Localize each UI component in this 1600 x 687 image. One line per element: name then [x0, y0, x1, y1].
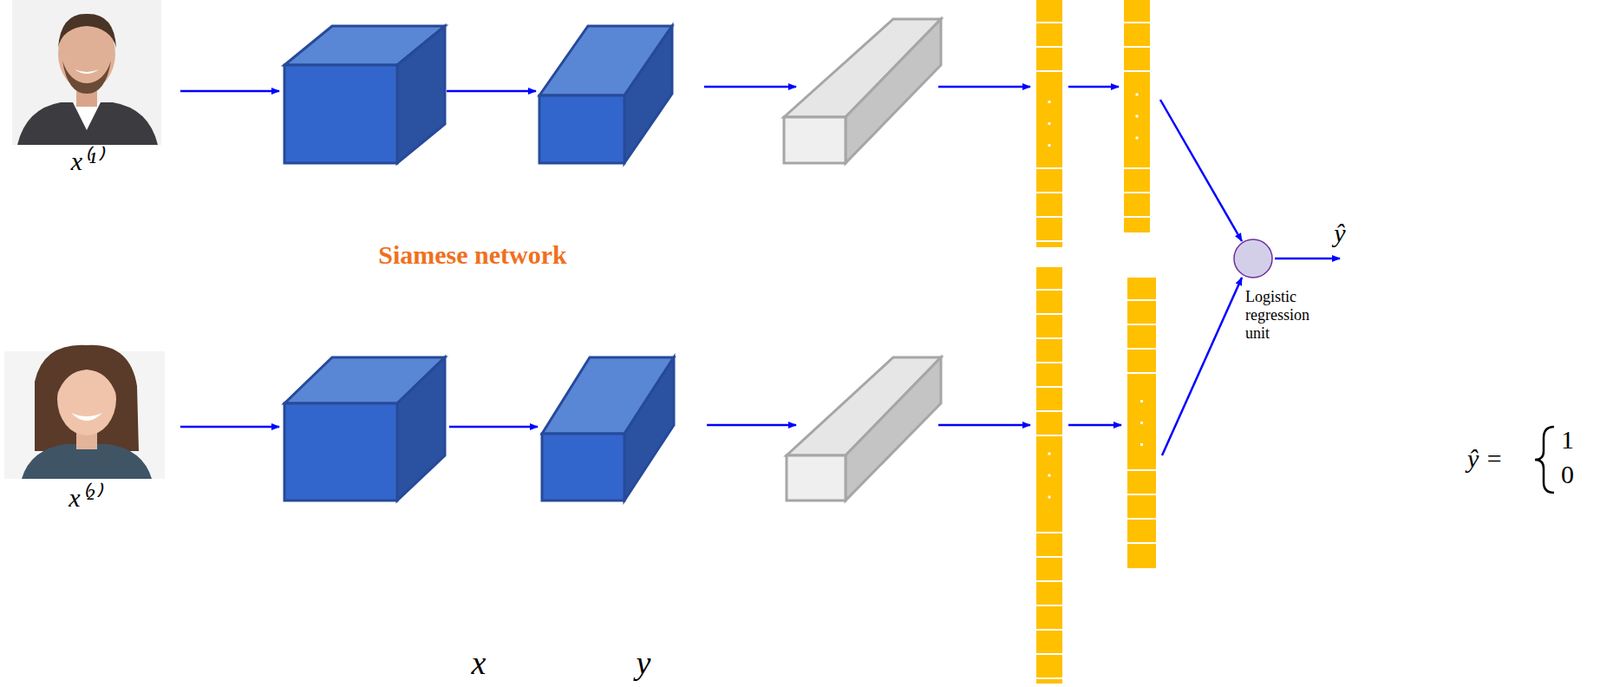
- face-photo: [4, 345, 165, 479]
- equation-case: 0: [1560, 459, 1574, 490]
- network-title: Siamese network: [378, 240, 567, 270]
- equation-case: 1: [1560, 424, 1574, 455]
- variable-label: y: [636, 643, 652, 682]
- node-circle: [1232, 237, 1274, 280]
- output-label: ŷ: [1333, 218, 1346, 249]
- conv-volume: [284, 26, 673, 164]
- logistic-unit: Logistic regression unit: [1232, 237, 1274, 280]
- input-label: x⁽¹⁾: [12, 142, 162, 178]
- variable-label: x: [471, 643, 487, 682]
- fc-volume: [786, 357, 941, 501]
- fc-volume: [783, 19, 941, 164]
- input-label: x⁽²⁾: [4, 478, 165, 515]
- feature-vector: [1036, 0, 1156, 684]
- face-photo: [12, 0, 162, 145]
- input-image: x⁽¹⁾: [12, 0, 162, 178]
- unit-caption: Logistic regression unit: [1245, 287, 1337, 343]
- conv-volume: [284, 357, 674, 501]
- brace: [1534, 426, 1555, 493]
- equation-label: ŷ =: [1467, 444, 1503, 474]
- input-image: x⁽²⁾: [4, 351, 165, 515]
